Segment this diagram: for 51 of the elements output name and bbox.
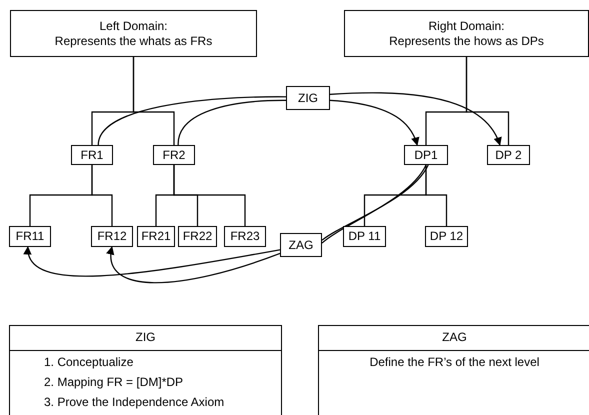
arrow	[107, 246, 280, 284]
connector-line	[98, 96, 286, 146]
tree-box	[404, 145, 448, 165]
node-label: DP 11	[348, 229, 381, 244]
domain-title: Right Domain:	[428, 18, 505, 34]
node-label: ZIG	[298, 90, 318, 106]
table-heading: ZIG	[10, 326, 281, 351]
tree-box	[71, 145, 113, 165]
node-label: FR22	[182, 229, 212, 244]
tree-box	[137, 226, 175, 247]
node-label: FR11	[16, 229, 44, 244]
domain-description: Represents the hows as DPs	[389, 34, 544, 48]
arrow	[330, 92, 502, 146]
node-label: DP 12	[430, 229, 464, 244]
tree-line	[173, 165, 246, 226]
domain-description: Represents the whats as FRs	[54, 34, 212, 48]
node-label: FR21	[141, 229, 171, 244]
list-item: 1. Conceptualize	[43, 354, 134, 371]
node-label: DP 2	[495, 148, 522, 162]
tree-box	[487, 145, 530, 165]
tree-box	[343, 226, 386, 247]
list-item: 3. Prove the Independence Axiom	[43, 394, 226, 411]
step-box	[280, 233, 322, 257]
list-item: 2. Mapping FR = [DM]*DP	[43, 374, 184, 391]
tree-box	[9, 226, 51, 247]
tree-box	[91, 226, 133, 247]
tree-box	[425, 226, 468, 247]
tree-box	[153, 145, 195, 165]
arrow	[24, 246, 280, 277]
node-label: FR1	[80, 148, 104, 162]
connector-line	[178, 100, 286, 146]
tree-line	[466, 57, 510, 145]
tree-box	[178, 226, 217, 247]
tree-line	[132, 57, 175, 145]
node-label: FR12	[97, 229, 127, 244]
description-table	[9, 325, 282, 415]
tree-box	[224, 226, 266, 247]
node-label: DP1	[414, 148, 438, 162]
table-text: Define the FR’s of the next level	[368, 354, 540, 371]
tree-line	[425, 165, 448, 226]
domain-box	[344, 10, 589, 57]
description-table	[318, 325, 589, 415]
domain-box	[10, 10, 257, 57]
arrow	[330, 100, 419, 146]
step-box	[286, 86, 330, 110]
tree-line	[91, 165, 113, 226]
node-label: FR23	[230, 229, 260, 244]
domain-title: Left Domain:	[99, 18, 168, 34]
node-label: ZAG	[288, 238, 314, 252]
table-heading: ZAG	[319, 326, 589, 351]
node-label: FR2	[162, 148, 186, 162]
